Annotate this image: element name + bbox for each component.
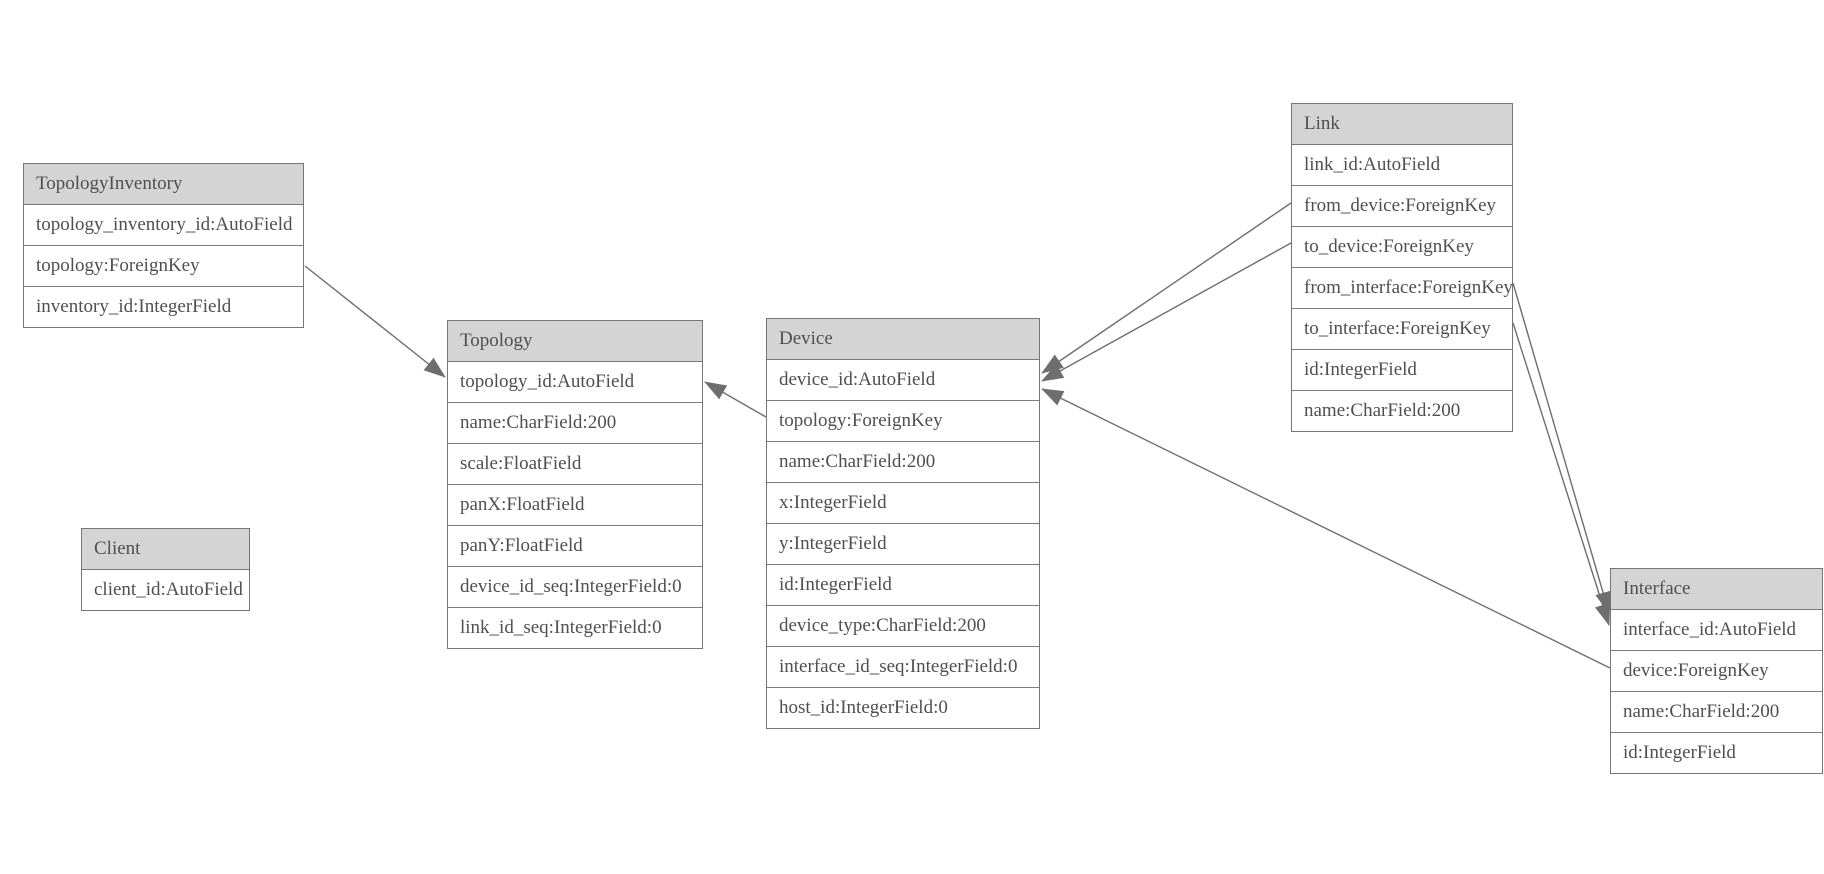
entity-table-device: Device device_id:AutoField topology:Fore… bbox=[766, 318, 1040, 729]
table-field: device_type:CharField:200 bbox=[767, 606, 1039, 647]
table-field: name:CharField:200 bbox=[767, 442, 1039, 483]
table-title: TopologyInventory bbox=[24, 164, 303, 205]
entity-table-interface: Interface interface_id:AutoField device:… bbox=[1610, 568, 1823, 774]
table-field: device:ForeignKey bbox=[1611, 651, 1822, 692]
table-field: device_id_seq:IntegerField:0 bbox=[448, 567, 702, 608]
table-field: to_device:ForeignKey bbox=[1292, 227, 1512, 268]
table-field: name:CharField:200 bbox=[1292, 391, 1512, 431]
table-title: Topology bbox=[448, 321, 702, 362]
edge-device-topology bbox=[704, 381, 767, 418]
table-field: panX:FloatField bbox=[448, 485, 702, 526]
entity-table-link: Link link_id:AutoField from_device:Forei… bbox=[1291, 103, 1513, 432]
table-field: id:IntegerField bbox=[1611, 733, 1822, 773]
table-field: name:CharField:200 bbox=[448, 403, 702, 444]
entity-table-topology: Topology topology_id:AutoField name:Char… bbox=[447, 320, 703, 649]
edge-link-fromdevice-device bbox=[1041, 202, 1292, 374]
table-field: scale:FloatField bbox=[448, 444, 702, 485]
table-field: client_id:AutoField bbox=[82, 570, 249, 610]
table-title: Device bbox=[767, 319, 1039, 360]
table-field: link_id_seq:IntegerField:0 bbox=[448, 608, 702, 648]
edge-link-todevice-device bbox=[1041, 242, 1292, 382]
table-title: Client bbox=[82, 529, 249, 570]
table-field: y:IntegerField bbox=[767, 524, 1039, 565]
table-field: inventory_id:IntegerField bbox=[24, 287, 303, 327]
table-field: device_id:AutoField bbox=[767, 360, 1039, 401]
edge-link-tointerface-interface bbox=[1512, 322, 1611, 626]
table-field: from_interface:ForeignKey bbox=[1292, 268, 1513, 309]
table-field: x:IntegerField bbox=[767, 483, 1039, 524]
table-field: to_interface:ForeignKey bbox=[1292, 309, 1512, 350]
table-field: host_id:IntegerField:0 bbox=[767, 688, 1039, 728]
table-field: name:CharField:200 bbox=[1611, 692, 1822, 733]
table-field: topology_id:AutoField bbox=[448, 362, 702, 403]
table-field: topology:ForeignKey bbox=[767, 401, 1039, 442]
table-field: id:IntegerField bbox=[1292, 350, 1512, 391]
table-field: panY:FloatField bbox=[448, 526, 702, 567]
entity-table-topologyinventory: TopologyInventory topology_inventory_id:… bbox=[23, 163, 304, 328]
table-field: interface_id:AutoField bbox=[1611, 610, 1822, 651]
table-field: topology_inventory_id:AutoField bbox=[24, 205, 303, 246]
table-field: topology:ForeignKey bbox=[24, 246, 303, 287]
edge-link-frominterface-interface bbox=[1512, 282, 1611, 614]
table-field: link_id:AutoField bbox=[1292, 145, 1512, 186]
edge-topologyinventory-topology bbox=[304, 265, 446, 378]
table-field: from_device:ForeignKey bbox=[1292, 186, 1512, 227]
table-title: Interface bbox=[1611, 569, 1822, 610]
entity-table-client: Client client_id:AutoField bbox=[81, 528, 250, 611]
table-title: Link bbox=[1292, 104, 1512, 145]
table-field: interface_id_seq:IntegerField:0 bbox=[767, 647, 1039, 688]
table-field: id:IntegerField bbox=[767, 565, 1039, 606]
